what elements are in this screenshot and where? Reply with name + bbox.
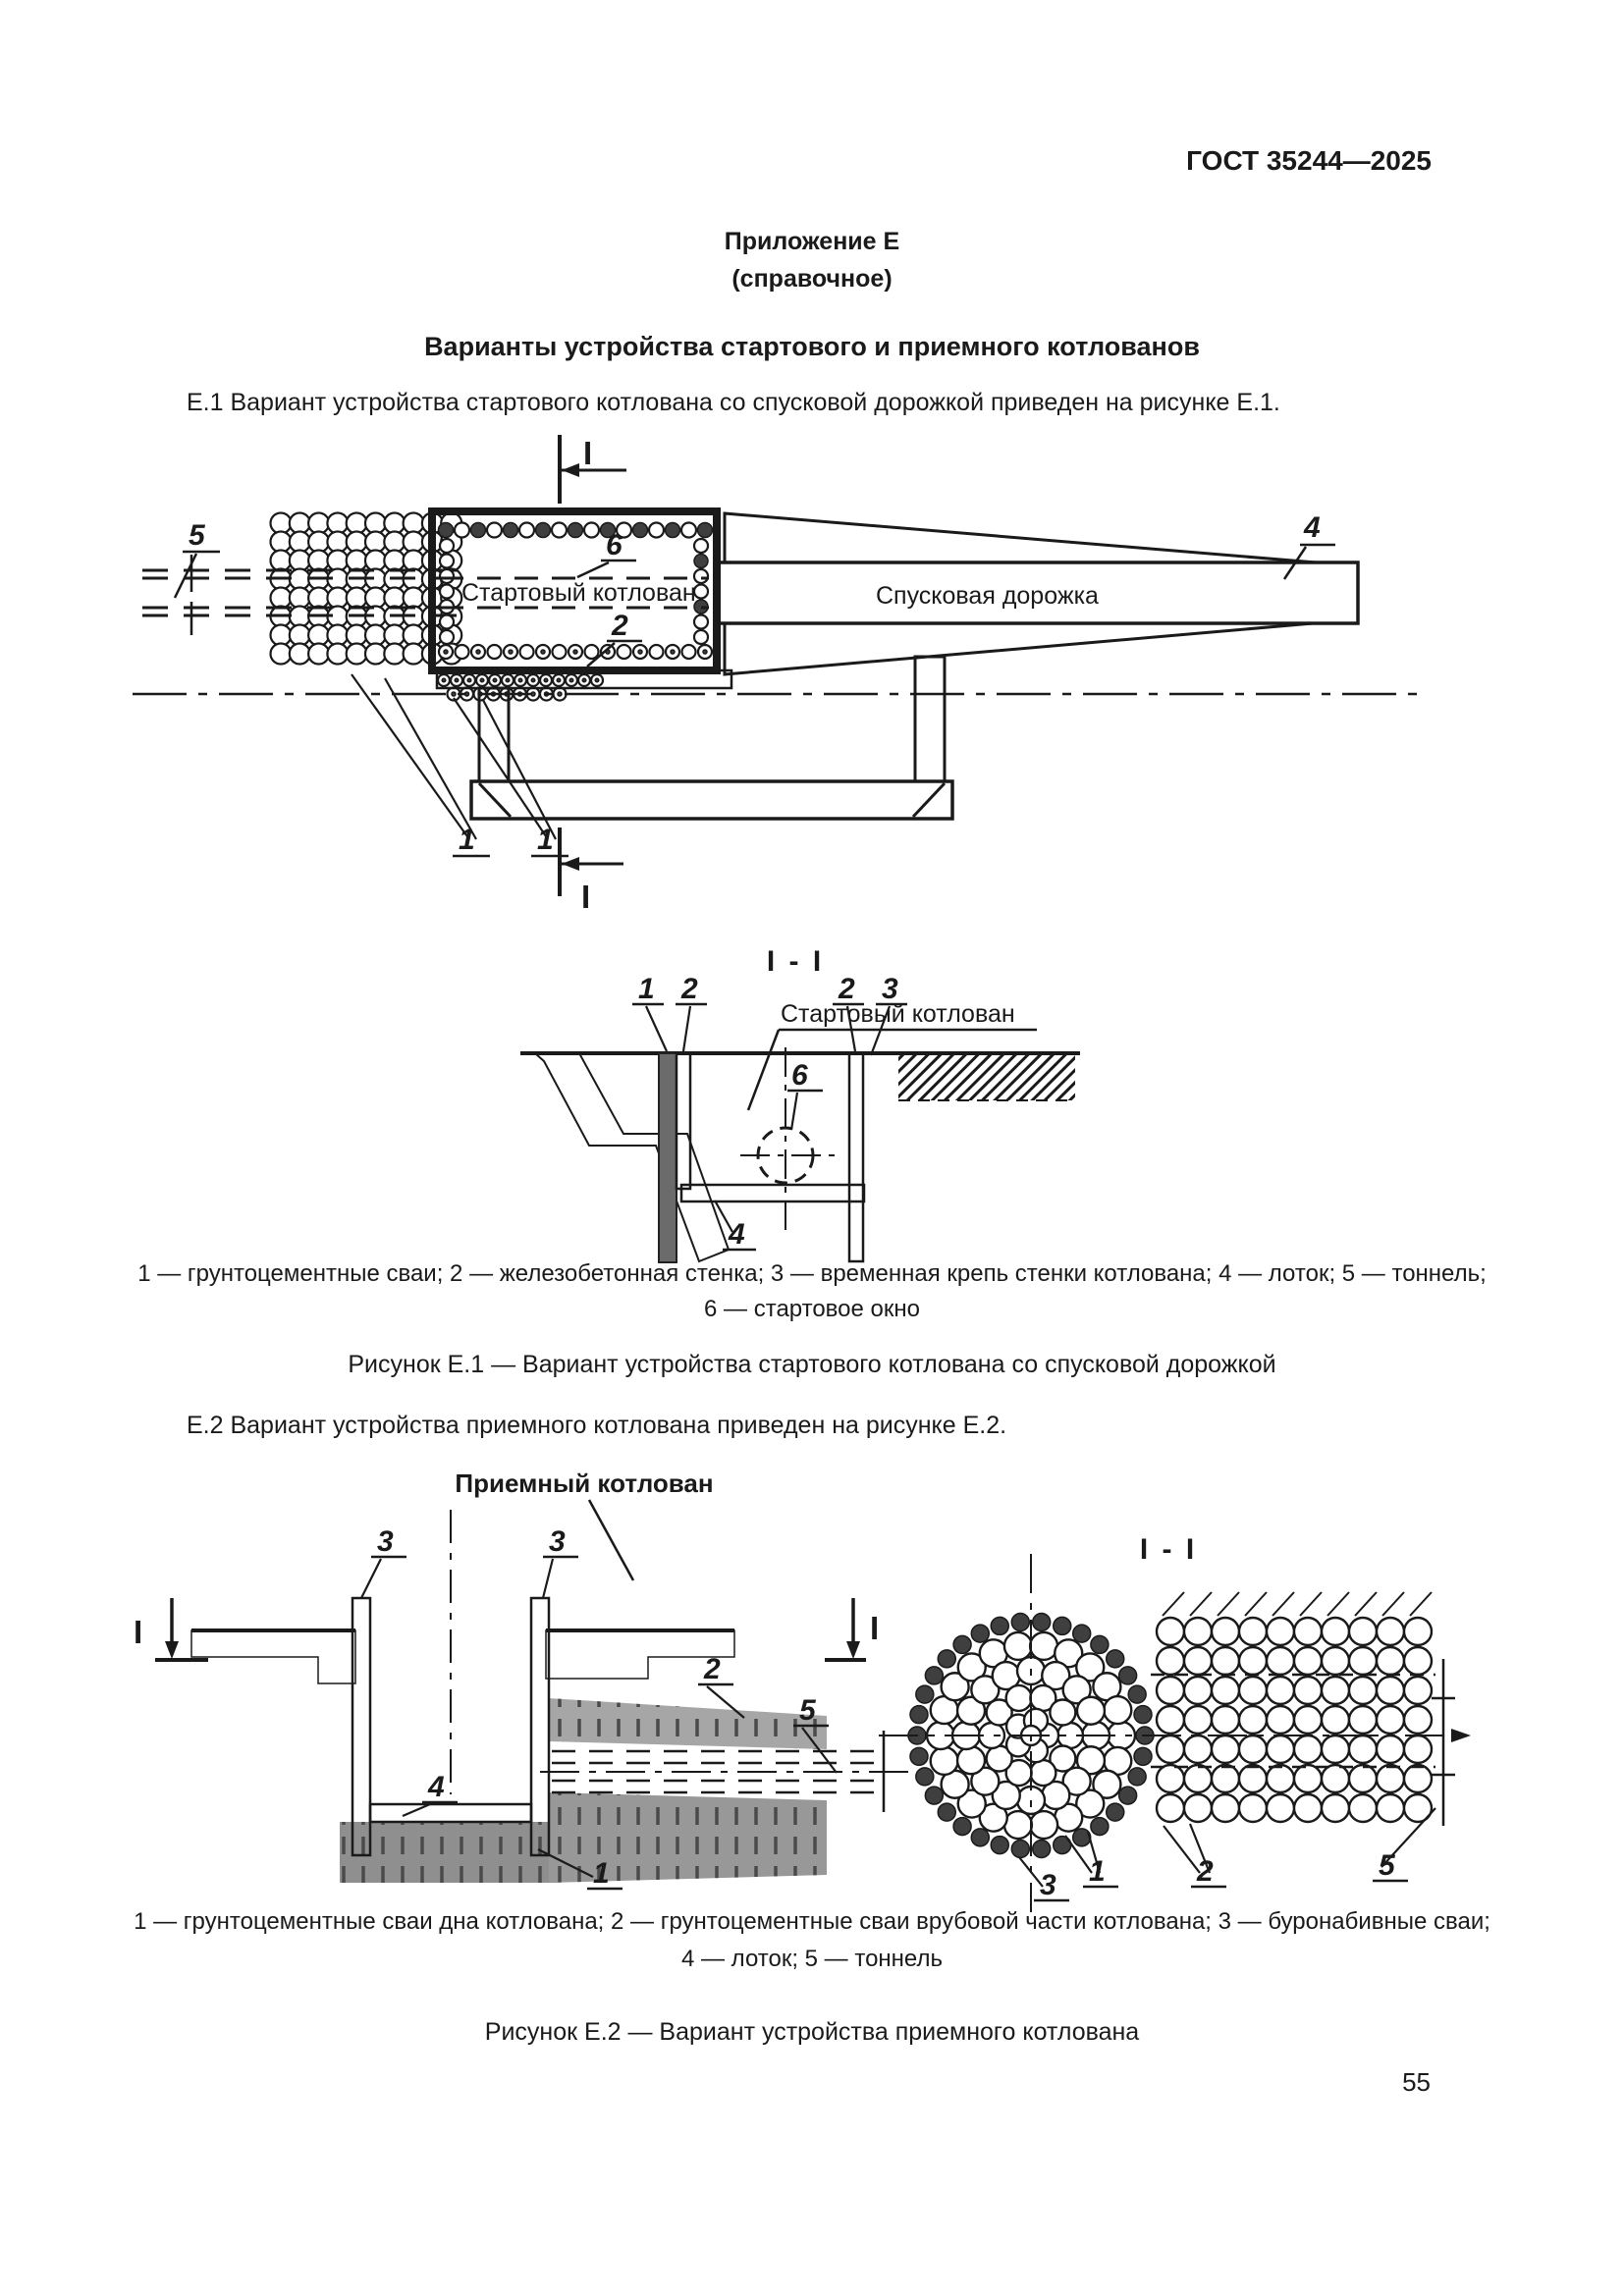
svg-text:6: 6	[791, 1059, 808, 1092]
pile-wall	[658, 1052, 677, 1263]
starting-window	[740, 1047, 837, 1234]
launching-track: Спусковая дорожка 4	[715, 511, 1360, 676]
section-cut-mark-bottom: I	[558, 828, 623, 915]
document-number: ГОСТ 35244—2025	[1186, 145, 1432, 176]
pit-label: Стартовый котлован	[461, 579, 696, 607]
svg-text:1: 1	[1089, 1855, 1106, 1888]
callout-2-notch-piles: 2	[698, 1653, 745, 1719]
tunnel-dashed-lines	[540, 1731, 908, 1812]
figure-e1-plan-drawing: 5 Спусковая дорожка 4 Стартовый котлован	[133, 435, 1429, 915]
lower-pit	[435, 655, 954, 821]
page-number: 55	[1402, 2067, 1431, 2097]
concrete-wall	[675, 1051, 692, 1191]
svg-text:2: 2	[1196, 1855, 1214, 1888]
callout-5-tunnel: 5	[793, 1694, 838, 1774]
ground-hatch-right	[898, 1055, 1075, 1100]
svg-text:4: 4	[427, 1771, 445, 1803]
receiving-pit-label: Приемный котлован	[455, 1468, 714, 1581]
callout-1-piles-right: 1	[453, 697, 568, 858]
svg-text:I: I	[870, 1610, 879, 1646]
pile-grid	[269, 511, 463, 666]
ground-left	[190, 1629, 356, 1684]
svg-text:2: 2	[838, 973, 855, 1005]
figure-e1-legend-line2: 6 — стартовое окно	[704, 1296, 920, 1322]
callout-6-window: 6	[576, 529, 636, 579]
callout-3-temp-support: 3	[869, 973, 907, 1056]
section-cut-mark-top: I	[558, 435, 626, 504]
callout-5-dim: 5	[1373, 1807, 1436, 1883]
svg-text:1: 1	[537, 824, 554, 856]
ground-right	[545, 1629, 735, 1680]
callout-5-tunnel: 5	[173, 519, 220, 599]
callout-2-grid: 2	[1163, 1823, 1226, 1889]
appendix-title: Приложение Е	[724, 228, 900, 255]
svg-text:5: 5	[1379, 1849, 1396, 1882]
starting-pit-plan: Стартовый котлован 6 2	[428, 507, 721, 702]
excavation-slope-hatch	[532, 1052, 731, 1263]
svg-text:3: 3	[549, 1525, 566, 1558]
section-cut-mark-left: I	[134, 1598, 208, 1662]
section-title: I - I	[1140, 1533, 1197, 1566]
callout-3-right-wall: 3	[541, 1525, 578, 1599]
callout-6-window: 6	[787, 1059, 823, 1131]
callout-3-ring: 3	[1018, 1856, 1069, 1902]
soilcement-zone-upper	[549, 1698, 827, 1749]
appendix-heading: Варианты устройства стартового и приемно…	[424, 332, 1200, 361]
pit-border-piles	[436, 521, 714, 702]
pile-grid-section	[1155, 1591, 1434, 1824]
callout-5-label: 5	[189, 519, 206, 552]
svg-text:I: I	[583, 435, 592, 471]
svg-text:4: 4	[728, 1218, 745, 1251]
paragraph-e2: Е.2 Вариант устройства приемного котлова…	[187, 1412, 1007, 1439]
callout-1-inner: 1	[1064, 1831, 1118, 1889]
paragraph-e1: Е.1 Вариант устройства стартового котлов…	[187, 389, 1280, 416]
svg-text:I: I	[581, 879, 590, 915]
soilcement-zone-lower	[549, 1792, 827, 1883]
pit-right-wall	[529, 1596, 551, 1857]
callout-1-piles-left: 1	[351, 673, 490, 858]
svg-text:4: 4	[1303, 511, 1321, 544]
svg-text:Приемный котлован: Приемный котлован	[455, 1468, 713, 1498]
figure-e1-caption: Рисунок Е.1 — Вариант устройства стартов…	[348, 1351, 1276, 1378]
svg-text:3: 3	[377, 1525, 394, 1558]
tunnel-dashed-lines	[142, 555, 457, 635]
bottom-slab	[679, 1183, 866, 1203]
figure-e2-drawing: Приемный котлован 3 3	[134, 1468, 1471, 1912]
callout-2-wall: 2	[586, 610, 642, 667]
svg-text:1: 1	[593, 1857, 610, 1890]
section-axes	[879, 1554, 1471, 1912]
section-title: I - I	[767, 945, 824, 978]
figure-e2-legend-line2: 4 — лоток; 5 — тоннель	[680, 1946, 943, 1972]
svg-text:2: 2	[680, 973, 698, 1005]
svg-text:1: 1	[638, 973, 655, 1005]
svg-text:3: 3	[882, 973, 898, 1005]
figure-e2-caption: Рисунок Е.2 — Вариант устройства приемно…	[484, 2018, 1140, 2046]
callout-4-slab: 4	[714, 1200, 756, 1252]
figure-e1-legend-line1: 1 — грунтоцементные сваи; 2 — железобето…	[137, 1260, 1487, 1287]
svg-text:2: 2	[703, 1653, 721, 1685]
callout-1-pile-wall: 1	[632, 973, 669, 1052]
callout-1-bottom-piles: 1	[537, 1848, 623, 1891]
section-cut-mark-right: I	[825, 1598, 879, 1662]
soilcement-zone-bottom	[340, 1822, 558, 1883]
figure-e1-section-drawing: I - I Стартовый котлован 1 2 2 3	[520, 945, 1080, 1263]
callout-4-slab: 4	[402, 1771, 458, 1818]
svg-text:6: 6	[606, 529, 623, 561]
right-wall	[847, 1051, 865, 1263]
svg-text:3: 3	[1040, 1869, 1056, 1901]
callout-2-concrete-wall-left: 2	[676, 973, 707, 1052]
callout-4-track: 4	[1282, 511, 1335, 580]
callout-3-left-wall: 3	[360, 1525, 406, 1599]
pit-bottom-slab	[368, 1802, 533, 1824]
callout-2-concrete-wall-right: 2	[833, 973, 864, 1052]
pit-left-wall	[351, 1596, 372, 1857]
track-label: Спусковая дорожка	[876, 582, 1099, 610]
svg-text:I: I	[134, 1614, 142, 1650]
svg-text:2: 2	[611, 610, 628, 642]
appendix-subtitle: (справочное)	[731, 265, 893, 293]
figure-e2-legend-line1: 1 — грунтоцементные сваи дна котлована; …	[134, 1908, 1490, 1935]
svg-text:5: 5	[799, 1694, 817, 1727]
